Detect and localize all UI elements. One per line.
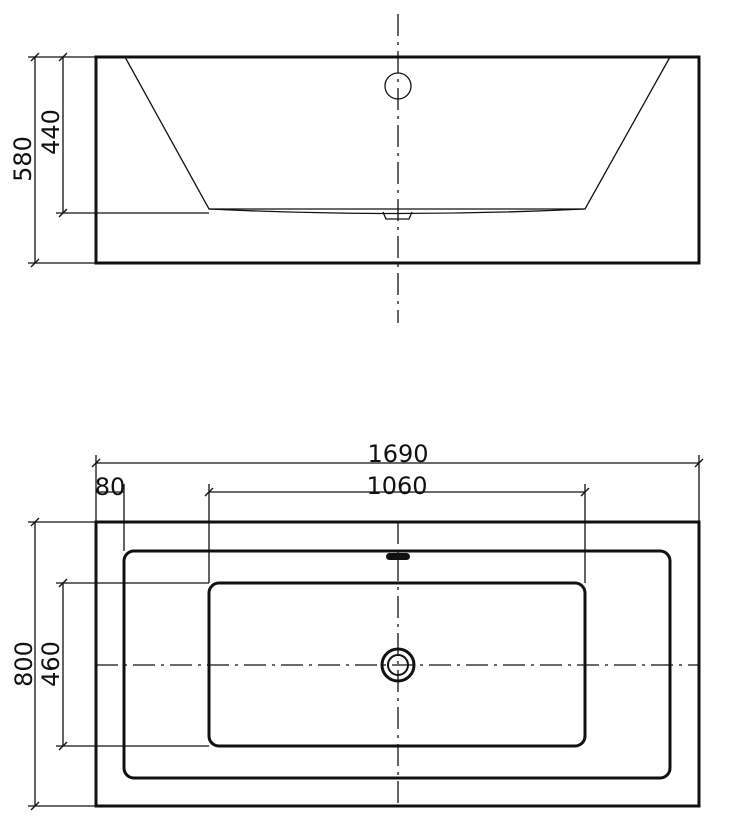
dimension-80: 80 [95,473,126,551]
side-view: 580 440 [9,14,701,323]
dimension-800-label: 800 [10,641,38,687]
top-view-overflow-slot [386,553,410,560]
side-view-outer-body [94,55,701,265]
top-view: 1690 80 1060 800 [10,440,704,811]
dimension-440-label: 440 [37,109,65,155]
dimension-800: 800 [10,517,96,811]
dimension-80-label: 80 [95,473,126,501]
dimension-1690-label: 1690 [367,440,428,468]
side-view-basin-profile [124,56,671,210]
dimension-1060-label: 1060 [366,472,427,500]
dimension-460-label: 460 [37,641,65,687]
dimension-460: 460 [37,578,209,751]
side-view-basin-floor [208,208,586,215]
dimension-580: 580 [9,52,96,268]
dimension-580-label: 580 [9,136,37,182]
dimension-440: 440 [37,52,209,218]
dimension-1690: 1690 [91,440,704,522]
dimension-1060: 1060 [204,472,590,583]
